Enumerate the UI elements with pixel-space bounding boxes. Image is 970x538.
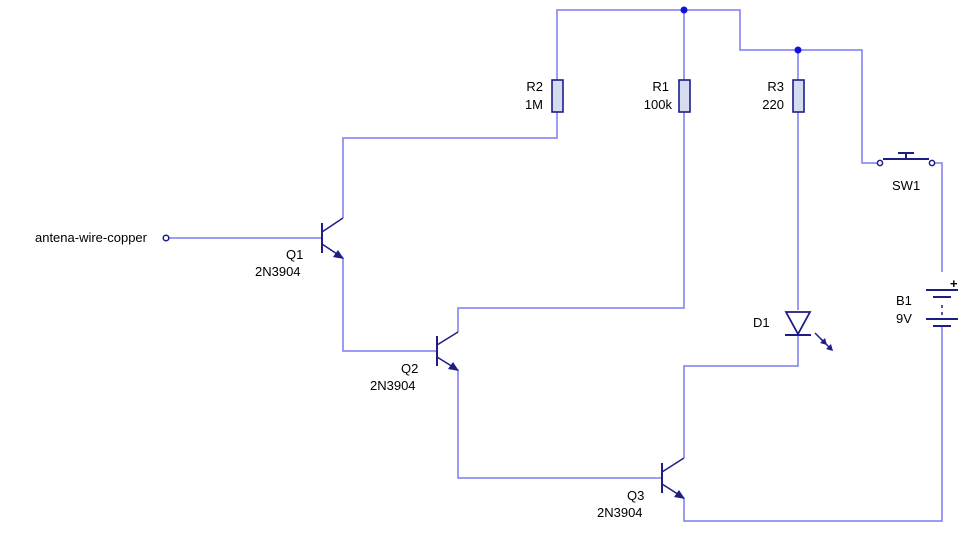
wire-r2-to-q1 [342, 112, 558, 218]
resistor-r3-body [792, 79, 805, 113]
wire-top-rail [556, 9, 878, 164]
resistor-r1-value: 100k [644, 97, 673, 112]
resistor-r2-ref: R2 [526, 79, 543, 94]
transistor-q1-ref: Q1 [286, 247, 303, 262]
wire-q1-to-q2 [342, 258, 437, 352]
wire-r1-to-q2 [457, 112, 685, 332]
transistor-q3-value: 2N3904 [597, 505, 643, 520]
led-d1: D1 [753, 311, 833, 351]
antenna-terminal [162, 234, 170, 242]
battery-b1-value: 9V [896, 311, 912, 326]
junction-dot [680, 6, 688, 14]
transistor-q3-emitter-arrow [674, 490, 685, 499]
transistor-q1-emitter-arrow [333, 250, 344, 259]
wire-led-to-q3 [683, 334, 799, 442]
transistor-q2: Q2 2N3904 [370, 331, 459, 393]
wire-q2-to-q3 [457, 370, 662, 479]
resistor-r1: R1 100k [644, 79, 691, 113]
junction-dot [794, 46, 802, 54]
switch-sw1-contact [876, 159, 884, 167]
wire-q3-to-battery [683, 326, 943, 522]
antenna-label: antena-wire-copper [35, 230, 148, 245]
transistor-q2-value: 2N3904 [370, 378, 416, 393]
battery-b1-ref: B1 [896, 293, 912, 308]
resistor-r3-value: 220 [762, 97, 784, 112]
transistor-q1: Q1 2N3904 [255, 217, 344, 279]
transistor-q3-ref: Q3 [627, 488, 644, 503]
transistor-q1-collector [321, 217, 344, 233]
led-d1-emission-arrowhead [826, 344, 833, 351]
transistor-q2-collector [436, 331, 459, 346]
led-d1-ref: D1 [753, 315, 770, 330]
transistor-q3: Q3 2N3904 [597, 442, 685, 520]
resistor-r2: R2 1M [525, 79, 564, 113]
battery-b1: + B1 9V [896, 276, 958, 327]
switch-sw1-ref: SW1 [892, 178, 920, 193]
wires [164, 9, 943, 522]
switch-sw1: SW1 [876, 152, 936, 193]
resistor-r1-body [678, 79, 691, 113]
switch-sw1-contact [928, 159, 936, 167]
resistor-r3: R3 220 [762, 79, 805, 113]
wire-switch-to-battery [934, 162, 943, 272]
resistor-r3-ref: R3 [767, 79, 784, 94]
led-d1-body [784, 311, 812, 336]
resistor-r2-body [551, 79, 564, 113]
resistor-r2-value: 1M [525, 97, 543, 112]
battery-b1-plus-sign: + [950, 276, 958, 291]
resistor-r1-ref: R1 [652, 79, 669, 94]
transistor-q2-emitter-arrow [448, 362, 459, 371]
transistor-q1-value: 2N3904 [255, 264, 301, 279]
transistor-q2-ref: Q2 [401, 361, 418, 376]
transistor-q3-collector [661, 457, 685, 473]
